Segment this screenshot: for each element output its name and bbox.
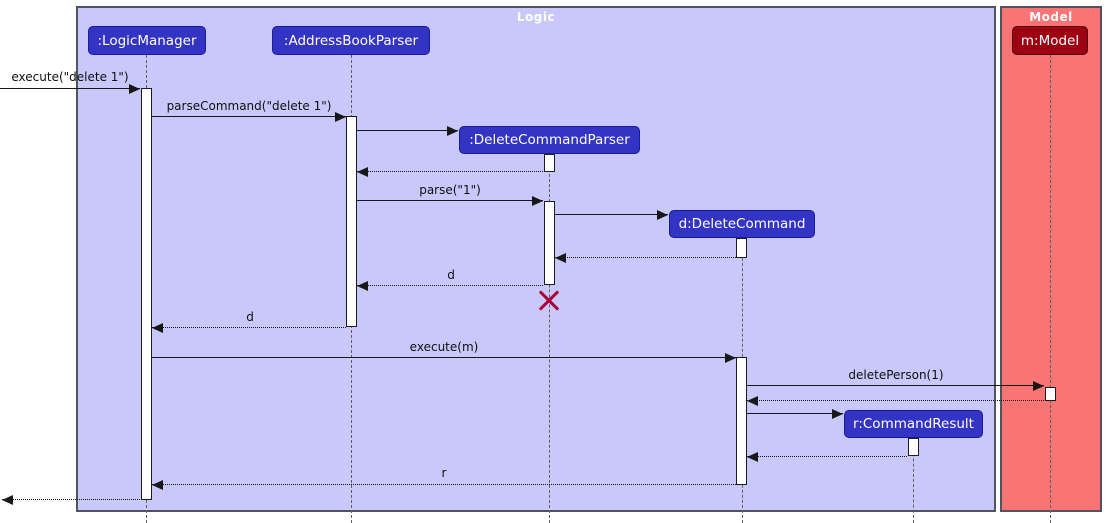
lifeline-delete-command-parser (548, 154, 550, 523)
message-label-delete-person: deletePerson(1) (848, 368, 944, 382)
message-arrow-parse (357, 195, 543, 206)
message-label-d1: d (447, 268, 455, 282)
activation-delete-command-2 (736, 357, 747, 485)
frame-model-title: Model (1029, 10, 1073, 24)
message-label-parse: parse("1") (419, 183, 481, 197)
return-arrow-parser-to-abp (357, 166, 543, 177)
message-arrow-create-result (747, 408, 843, 419)
frame-logic: Logic (76, 6, 996, 512)
participant-delete-command-parser: :DeleteCommandParser (459, 126, 640, 154)
message-label-execute: execute("delete 1") (11, 70, 129, 84)
return-arrow-d2 (152, 322, 346, 333)
participant-delete-command: d:DeleteCommand (669, 210, 815, 238)
return-arrow-final (2, 494, 140, 505)
message-arrow-delete-person (747, 380, 1044, 391)
activation-logic-manager (140, 88, 152, 500)
frame-model: Model (1000, 6, 1102, 512)
message-arrow-create-parser (357, 125, 458, 136)
activation-delete-command-parser-1 (543, 154, 555, 172)
lifeline-command-result (912, 438, 914, 523)
lifeline-model (1049, 55, 1051, 523)
activation-command-result (907, 438, 919, 456)
frame-logic-title: Logic (516, 10, 556, 24)
destroy-x-icon (537, 288, 561, 312)
return-arrow-d1 (357, 280, 543, 291)
return-arrow-model-to-command (747, 395, 1044, 406)
message-arrow-create-command (555, 209, 668, 220)
activation-address-book-parser (346, 116, 357, 327)
message-arrow-execute-m (152, 352, 736, 363)
message-arrow-execute (0, 83, 140, 94)
participant-model: m:Model (1012, 26, 1088, 55)
message-label-r: r (441, 466, 447, 480)
participant-address-book-parser: :AddressBookParser (272, 26, 430, 55)
activation-delete-command-parser-2 (543, 201, 555, 285)
participant-command-result: r:CommandResult (844, 410, 983, 438)
participant-logic-manager: :LogicManager (88, 26, 206, 55)
message-label-parse-command: parseCommand("delete 1") (166, 99, 332, 113)
message-label-d2: d (246, 310, 254, 324)
return-arrow-command-to-parser (555, 252, 736, 263)
activation-delete-command-1 (736, 238, 747, 258)
return-arrow-result-to-command (747, 451, 907, 462)
activation-model (1044, 387, 1056, 401)
message-arrow-parse-command (152, 111, 346, 122)
message-label-execute-m: execute(m) (409, 340, 479, 354)
return-arrow-r (152, 479, 736, 490)
